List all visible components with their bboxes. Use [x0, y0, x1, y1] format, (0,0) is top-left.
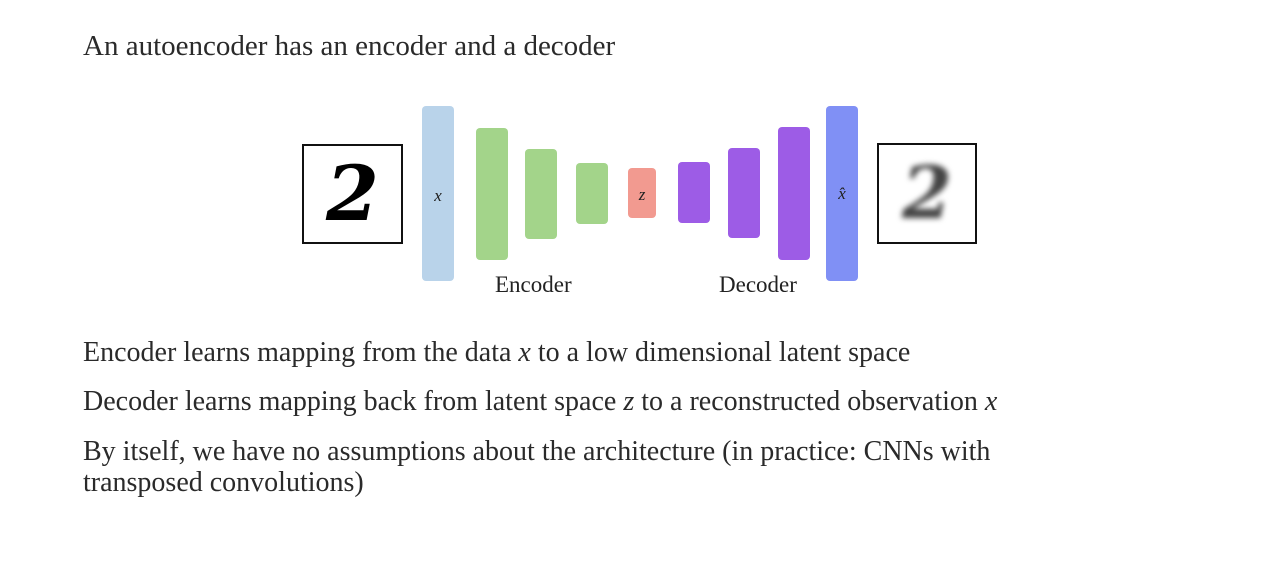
bullet-text: Decoder learns mapping back from latent … [83, 386, 624, 417]
bullet-text: to a low dimensional latent space [530, 337, 911, 368]
output-digit: 2 [901, 150, 953, 235]
bullet-architecture: By itself, we have no assumptions about … [83, 436, 990, 498]
input-image: 2 [302, 144, 403, 244]
bullet-text: By itself, we have no assumptions about … [83, 436, 991, 467]
input-var-label: x [434, 186, 442, 205]
encoder-label: Encoder [495, 272, 572, 297]
bullet-text: to a reconstructed observation [634, 386, 985, 417]
decoder-layer-3 [778, 127, 810, 260]
slide-title: An autoencoder has an encoder and a deco… [83, 30, 616, 62]
encoder-layer-2 [525, 149, 557, 239]
input-digit: 2 [326, 149, 379, 238]
latent-layer [628, 168, 656, 218]
math-var: x [984, 386, 998, 417]
encoder-layer-3 [576, 163, 608, 224]
reconstructed-image: 2 [877, 143, 977, 244]
math-var: z [623, 386, 635, 417]
bullet-decoder: Decoder learns mapping back from latent … [83, 386, 997, 417]
decoder-layer-1 [678, 162, 710, 223]
bullet-text: transposed convolutions) [83, 467, 364, 498]
encoder-layer-1 [476, 128, 508, 260]
decoder-label: Decoder [719, 272, 797, 297]
input-layer [422, 106, 454, 281]
latent-var-label: z [638, 185, 646, 204]
output-var-label: x̂ [838, 184, 846, 203]
decoder-layer-2 [728, 148, 760, 238]
bullet-encoder: Encoder learns mapping from the data x t… [83, 337, 910, 368]
math-var: x [518, 337, 531, 368]
bullet-text: Encoder learns mapping from the data [83, 337, 519, 368]
output-layer [826, 106, 858, 281]
